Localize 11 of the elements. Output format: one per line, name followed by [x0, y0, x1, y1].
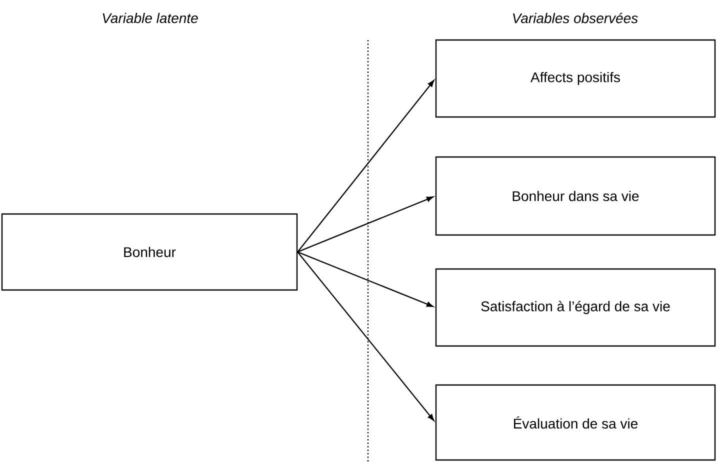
column-heading: Variable latente — [102, 12, 198, 24]
arrow — [297, 252, 434, 421]
arrow — [297, 251, 434, 308]
column-heading: Variables observées — [513, 12, 638, 24]
variable-box: Bonheur dans sa vie — [435, 156, 716, 236]
variable-box: Affects positifs — [435, 39, 716, 118]
variable-box: Bonheur — [1, 213, 298, 291]
arrow — [297, 80, 434, 252]
arrow — [297, 196, 434, 253]
variable-box: Satisfaction à l’égard de sa vie — [435, 268, 716, 347]
variable-box: Évaluation de sa vie — [435, 384, 716, 461]
